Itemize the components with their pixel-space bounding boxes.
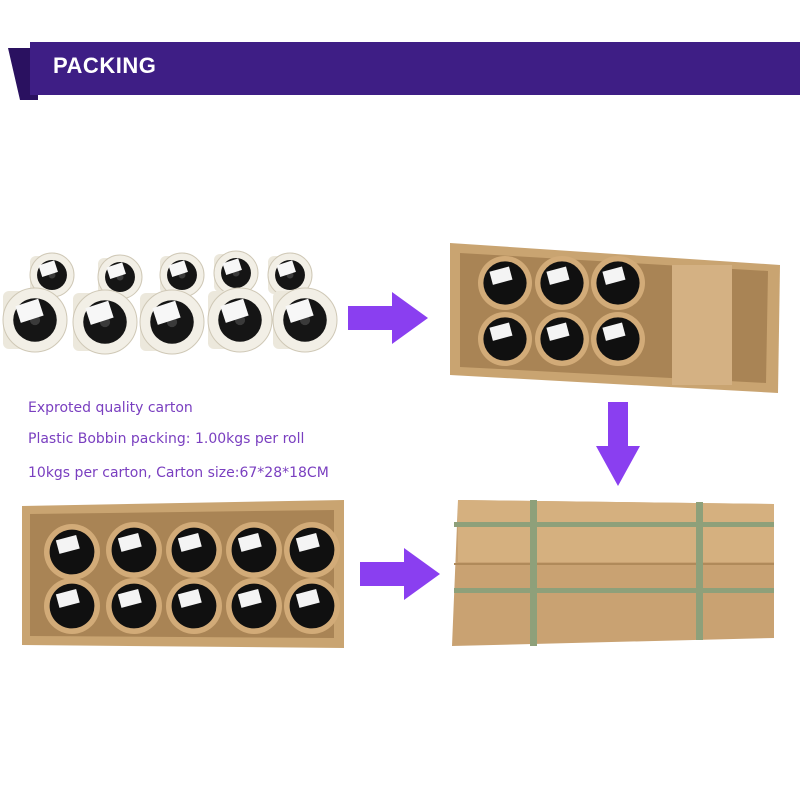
bobbin-icon [29,252,75,298]
header-banner: PACKING [0,0,800,110]
sealed-carton-photo [448,500,783,650]
bobbin-icon [535,256,589,310]
bobbin-icon [159,252,205,298]
page-title: PACKING [53,53,157,78]
banner-shape [8,42,800,100]
caption-size: 10kgs per carton, Carton size:67*28*18CM [28,465,329,481]
bobbin-icon [44,578,100,634]
bobbin-icon [166,522,222,578]
bobbin-icon [272,287,338,353]
bobbin-icon [106,522,162,578]
bobbin-icon [72,289,138,355]
bobbin-icon [284,578,340,634]
arrow-right-icon [348,292,428,349]
bobbin-icon [207,287,273,353]
bobbins-photo [0,245,340,395]
bobbin-icon [106,578,162,634]
caption-carton: Exproted quality carton [28,400,193,416]
bobbin-icon [591,312,645,366]
arrow-right-icon [360,548,440,605]
bobbin-icon [535,312,589,366]
bobbin-icon [478,256,532,310]
bobbin-icon [591,256,645,310]
bobbin-icon [267,252,313,298]
bobbin-icon [44,524,100,580]
bobbin-icon [226,578,282,634]
bobbin-icon [97,254,143,300]
bobbin-icon [284,522,340,578]
bobbin-icon [139,289,205,355]
bobbin-icon [166,578,222,634]
full-carton-photo [22,500,347,650]
bobbin-icon [226,522,282,578]
bobbin-icon [213,250,259,296]
caption-bobbin: Plastic Bobbin packing: 1.00kgs per roll [28,431,305,447]
open-carton-photo [450,235,785,395]
bobbin-icon [2,287,68,353]
bobbin-icon [478,312,532,366]
arrow-down-icon [596,402,640,491]
